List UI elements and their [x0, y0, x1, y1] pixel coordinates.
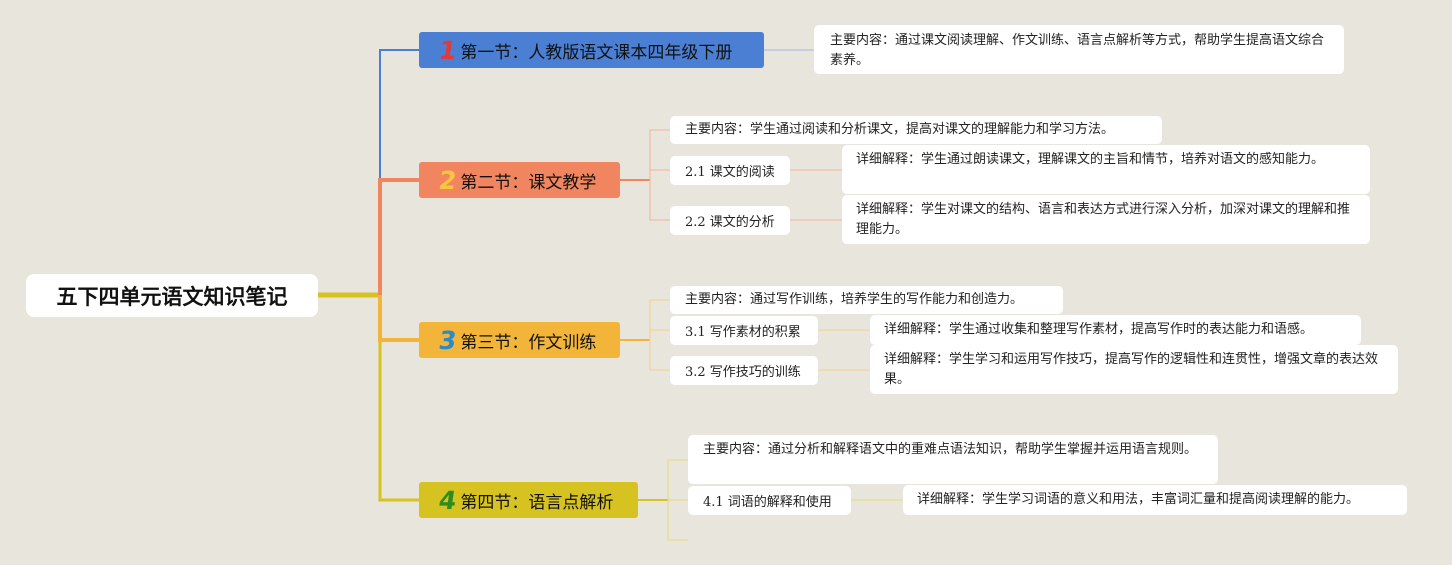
section-3-topic[interactable]: 3 第三节：作文训练 — [419, 322, 620, 358]
section-2-sub-1[interactable]: 2.1 课文的阅读 — [670, 156, 790, 185]
connector-section-4 — [378, 295, 419, 502]
section-3-sub-2[interactable]: 3.2 写作技巧的训练 — [670, 356, 818, 385]
section-1-topic[interactable]: 1 第一节：人教版语文课本四年级下册 — [419, 32, 764, 68]
section-4-topic[interactable]: 4 第四节：语言点解析 — [419, 482, 638, 518]
connector-section-3 — [378, 295, 419, 342]
section-3-sub-1-detail[interactable]: 详细解释：学生通过收集和整理写作素材，提高写作时的表达能力和语感。 — [870, 315, 1361, 345]
section-2-summary[interactable]: 主要内容：学生通过阅读和分析课文，提高对课文的理解能力和学习方法。 — [670, 116, 1162, 144]
connector-section-2-branch — [649, 129, 670, 221]
section-3-number: 3 — [436, 325, 459, 355]
section-2-sub-2[interactable]: 2.2 课文的分析 — [670, 206, 790, 235]
section-1-summary[interactable]: 主要内容：通过课文阅读理解、作文训练、语言点解析等方式，帮助学生提高语文综合素养… — [814, 25, 1344, 74]
root-topic[interactable]: 五下四单元语文知识笔记 — [26, 274, 318, 317]
section-3-summary[interactable]: 主要内容：通过写作训练，培养学生的写作能力和创造力。 — [670, 286, 1063, 314]
section-2-topic[interactable]: 2 第二节：课文教学 — [419, 162, 620, 198]
section-2-number: 2 — [436, 165, 459, 195]
section-1-number: 1 — [436, 35, 459, 65]
section-4-summary[interactable]: 主要内容：通过分析和解释语文中的重难点语法知识，帮助学生掌握并运用语言规则。 — [688, 435, 1218, 484]
section-3-sub-2-detail[interactable]: 详细解释：学生学习和运用写作技巧，提高写作的逻辑性和连贯性，增强文章的表达效果。 — [870, 345, 1398, 394]
section-1-label: 第一节：人教版语文课本四年级下册 — [460, 42, 733, 63]
section-4-number: 4 — [436, 485, 459, 515]
section-3-label: 第三节：作文训练 — [460, 332, 597, 353]
section-4-sub-1-detail[interactable]: 详细解释：学生学习词语的意义和用法，丰富词汇量和提高阅读理解的能力。 — [903, 485, 1407, 515]
connector-section-1 — [379, 49, 419, 295]
section-2-label: 第二节：课文教学 — [460, 172, 597, 193]
section-2-sub-2-detail[interactable]: 详细解释：学生对课文的结构、语言和表达方式进行深入分析，加深对课文的理解和推理能… — [842, 195, 1370, 244]
section-4-label: 第四节：语言点解析 — [460, 492, 614, 513]
connector-section-3-branch — [649, 299, 670, 371]
connector-section-2 — [378, 178, 419, 295]
section-2-sub-1-detail[interactable]: 详细解释：学生通过朗读课文，理解课文的主旨和情节，培养对语文的感知能力。 — [842, 145, 1370, 194]
section-4-sub-1[interactable]: 4.1 词语的解释和使用 — [688, 486, 851, 515]
section-3-sub-1[interactable]: 3.1 写作素材的积累 — [670, 316, 818, 345]
